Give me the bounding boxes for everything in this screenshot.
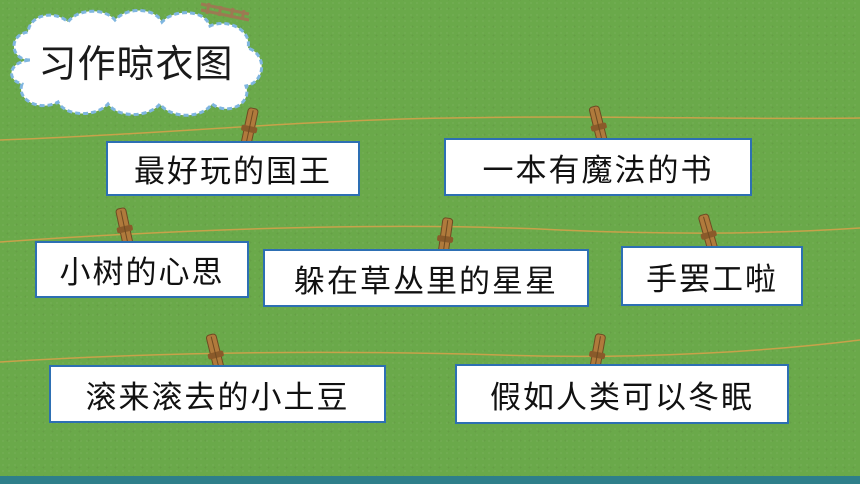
topic-card[interactable]: 小树的心思 [35, 241, 249, 298]
topic-card[interactable]: 手罢工啦 [621, 246, 803, 306]
topic-card[interactable]: 躲在草丛里的星星 [263, 249, 589, 307]
page-title: 习作晾衣图 [38, 42, 234, 86]
topic-card[interactable]: 最好玩的国王 [106, 141, 360, 196]
wooden-ladder-decoration [200, 2, 250, 22]
topic-card[interactable]: 滚来滚去的小土豆 [49, 365, 386, 423]
bottom-bar [0, 476, 860, 484]
cloud-title-frame [10, 9, 264, 117]
topic-card[interactable]: 假如人类可以冬眠 [455, 364, 789, 424]
topic-card[interactable]: 一本有魔法的书 [444, 138, 752, 196]
